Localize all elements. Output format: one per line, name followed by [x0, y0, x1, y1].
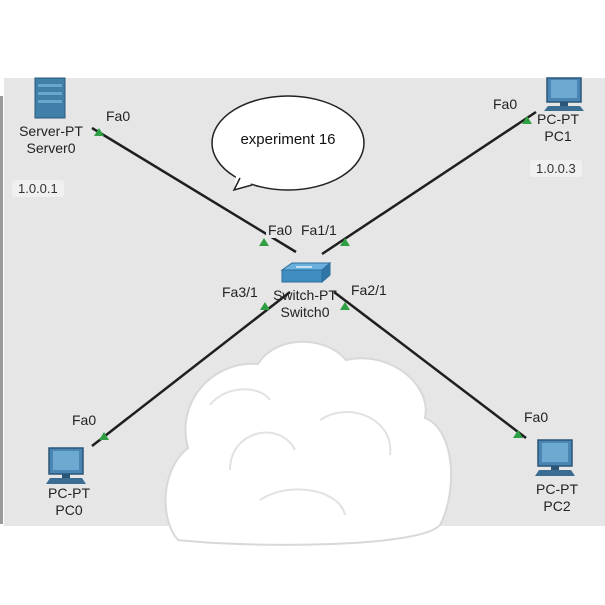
ip-address-pc1: 1.0.0.3: [530, 160, 582, 177]
link-status-switch-fa1-1: [340, 238, 350, 246]
device-label-pc2: PC-PT PC2: [526, 481, 588, 515]
port-label-switch-fa1-1: Fa1/1: [299, 222, 339, 238]
port-label-pc0-fa0: Fa0: [70, 412, 99, 428]
device-type: PC-PT: [48, 485, 90, 501]
switch-icon[interactable]: [280, 261, 332, 284]
port-label-pc1-fa0: Fa0: [491, 96, 520, 112]
port-label-switch-fa3-1: Fa3/1: [220, 284, 260, 300]
device-label-pc0: PC-PT PC0: [38, 485, 100, 519]
port-label-switch-fa0: Fa0: [266, 222, 295, 238]
pc-icon[interactable]: [535, 439, 575, 476]
port-label-server-fa0: Fa0: [104, 108, 133, 124]
port-label-switch-fa2-1: Fa2/1: [349, 282, 389, 298]
link-status-server-fa0: [94, 128, 104, 136]
pc-icon[interactable]: [46, 447, 86, 484]
device-name: PC2: [543, 498, 571, 514]
link-pc1-switch0[interactable]: [321, 110, 537, 256]
link-status-switch-fa2-1: [340, 302, 350, 310]
link-server0-switch0[interactable]: [91, 126, 297, 254]
link-pc2-switch0[interactable]: [333, 291, 527, 439]
device-label-pc1: PC-PT PC1: [528, 111, 588, 145]
device-type: Switch-PT: [273, 287, 337, 303]
port-label-pc2-fa0: Fa0: [522, 409, 551, 425]
device-name: PC1: [544, 128, 572, 144]
note-bubble[interactable]: [211, 95, 365, 192]
pc-icon[interactable]: [544, 77, 584, 111]
link-status-switch-fa0: [259, 238, 269, 246]
server-icon[interactable]: [34, 77, 66, 119]
link-status-switch-fa3-1: [260, 302, 270, 310]
note-text: experiment 16: [240, 131, 336, 148]
device-label-switch0: Switch-PT Switch0: [266, 287, 344, 321]
link-status-pc2-fa0: [513, 430, 523, 438]
link-pc0-switch0[interactable]: [91, 291, 291, 447]
device-name: PC0: [55, 502, 83, 518]
device-label-server0: Server-PT Server0: [12, 123, 90, 157]
device-type: PC-PT: [536, 481, 578, 497]
link-status-pc0-fa0: [99, 432, 109, 440]
link-status-pc1-fa0: [522, 116, 532, 124]
device-name: Switch0: [280, 304, 330, 320]
device-type: Server-PT: [19, 123, 83, 139]
canvas-edge: [0, 96, 3, 524]
ip-address-server0: 1.0.0.1: [12, 180, 64, 197]
device-name: Server0: [26, 140, 76, 156]
cloud-icon: [164, 340, 453, 546]
device-type: PC-PT: [537, 111, 579, 127]
